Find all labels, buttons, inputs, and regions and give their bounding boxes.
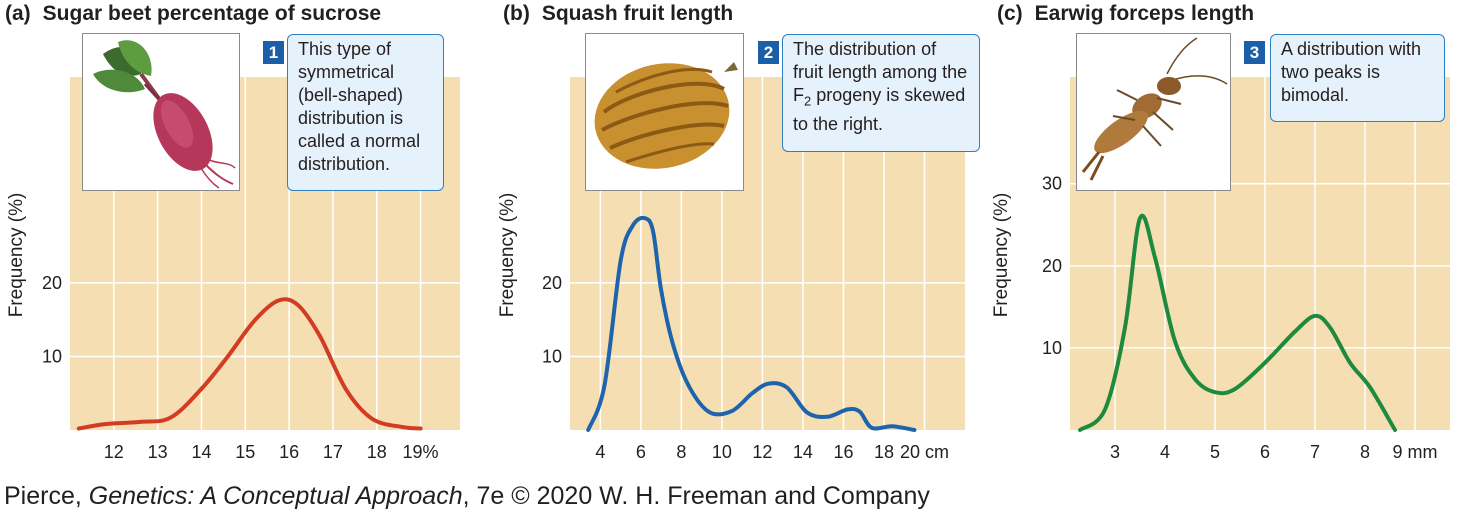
x-tick-label: 18 bbox=[367, 442, 387, 462]
panel-title: (c) Earwig forceps length bbox=[997, 2, 1254, 26]
x-tick-label: 4 bbox=[595, 442, 605, 462]
callout-box: This type of symmetrical (bell-shaped) d… bbox=[287, 34, 444, 191]
squash-illustration bbox=[585, 33, 744, 191]
x-tick-label: 20 cm bbox=[900, 442, 949, 462]
panel-sugar-beet: 12 13 14 15 16 17 18 19% 10 20 Frequency (%) (a) Su… bbox=[0, 0, 470, 470]
x-tick-label: 6 bbox=[1260, 442, 1270, 462]
callout-text: This type of symmetrical (bell-shaped) d… bbox=[298, 39, 421, 174]
x-tick-label: 19% bbox=[403, 442, 439, 462]
panel-letter: (c) bbox=[997, 2, 1023, 25]
callout-text-part: progeny is skewed to the right. bbox=[793, 85, 966, 134]
callout-box: The distribution of fruit length among t… bbox=[782, 34, 980, 152]
callout-box: A distribution with two peaks is bimodal… bbox=[1270, 34, 1445, 122]
x-tick-label: 5 bbox=[1210, 442, 1220, 462]
x-tick-label: 16 bbox=[279, 442, 299, 462]
series-line bbox=[76, 297, 423, 431]
y-tick-label: 20 bbox=[42, 273, 62, 293]
panel-title-text: Sugar beet percentage of sucrose bbox=[42, 2, 382, 25]
callout-text-part: The distribution of fruit length among t… bbox=[793, 39, 968, 105]
x-tick-label: 18 bbox=[874, 442, 894, 462]
y-tick-label: 10 bbox=[542, 346, 562, 366]
y-tick-label: 20 bbox=[542, 273, 562, 293]
y-tick-label: 30 bbox=[1042, 174, 1062, 194]
x-tick-label: 9 mm bbox=[1393, 442, 1438, 462]
x-tick-label: 16 bbox=[833, 442, 853, 462]
callout-text: A distribution with two peaks is bimodal… bbox=[1281, 39, 1422, 105]
sugar-beet-illustration bbox=[82, 33, 240, 191]
series-line bbox=[586, 215, 917, 432]
callout-number-badge: 2 bbox=[758, 41, 779, 64]
callout-subscript: 2 bbox=[804, 93, 812, 109]
x-tick-label: 8 bbox=[1360, 442, 1370, 462]
x-tick-label: 3 bbox=[1110, 442, 1120, 462]
credit-author: Pierce, bbox=[4, 482, 89, 510]
panel-title-text: Earwig forceps length bbox=[1034, 2, 1255, 25]
earwig-illustration bbox=[1076, 33, 1231, 191]
x-tick-label: 7 bbox=[1310, 442, 1320, 462]
x-tick-label: 14 bbox=[191, 442, 211, 462]
panel-squash: 4 6 8 10 12 14 16 18 20 cm 10 20 Frequency (%) (b) S… bbox=[490, 0, 980, 470]
figure-credit: Pierce, Genetics: A Conceptual Approach,… bbox=[4, 482, 930, 511]
panel-title: (a) Sugar beet percentage of sucrose bbox=[5, 2, 381, 26]
credit-publisher: , 7e © 2020 W. H. Freeman and Company bbox=[462, 482, 930, 510]
y-tick-label: 10 bbox=[1042, 338, 1062, 358]
y-axis-label: Frequency (%) bbox=[991, 193, 1012, 318]
sugar-beet-icon bbox=[93, 40, 236, 189]
x-tick-label: 4 bbox=[1160, 442, 1170, 462]
panel-title: (b) Squash fruit length bbox=[503, 2, 733, 26]
squash-icon bbox=[594, 62, 738, 169]
credit-book-title: Genetics: A Conceptual Approach bbox=[88, 482, 463, 510]
y-tick-label: 10 bbox=[42, 346, 62, 366]
panel-letter: (a) bbox=[5, 2, 31, 25]
x-tick-label: 8 bbox=[676, 442, 686, 462]
series-line bbox=[1078, 213, 1397, 432]
panel-title-text: Squash fruit length bbox=[541, 2, 734, 25]
y-tick-label: 20 bbox=[1042, 256, 1062, 276]
x-tick-label: 15 bbox=[235, 442, 255, 462]
x-tick-label: 12 bbox=[752, 442, 772, 462]
x-tick-label: 13 bbox=[148, 442, 168, 462]
callout-number-badge: 3 bbox=[1244, 41, 1265, 64]
x-tick-label: 10 bbox=[712, 442, 732, 462]
y-axis-label: Frequency (%) bbox=[6, 193, 27, 318]
panel-letter: (b) bbox=[503, 2, 530, 25]
x-tick-label: 12 bbox=[104, 442, 124, 462]
callout-number-badge: 1 bbox=[263, 41, 284, 64]
x-tick-label: 14 bbox=[793, 442, 813, 462]
earwig-icon bbox=[1081, 37, 1228, 181]
x-tick-label: 17 bbox=[323, 442, 343, 462]
x-tick-label: 6 bbox=[636, 442, 646, 462]
y-axis-label: Frequency (%) bbox=[497, 193, 518, 318]
